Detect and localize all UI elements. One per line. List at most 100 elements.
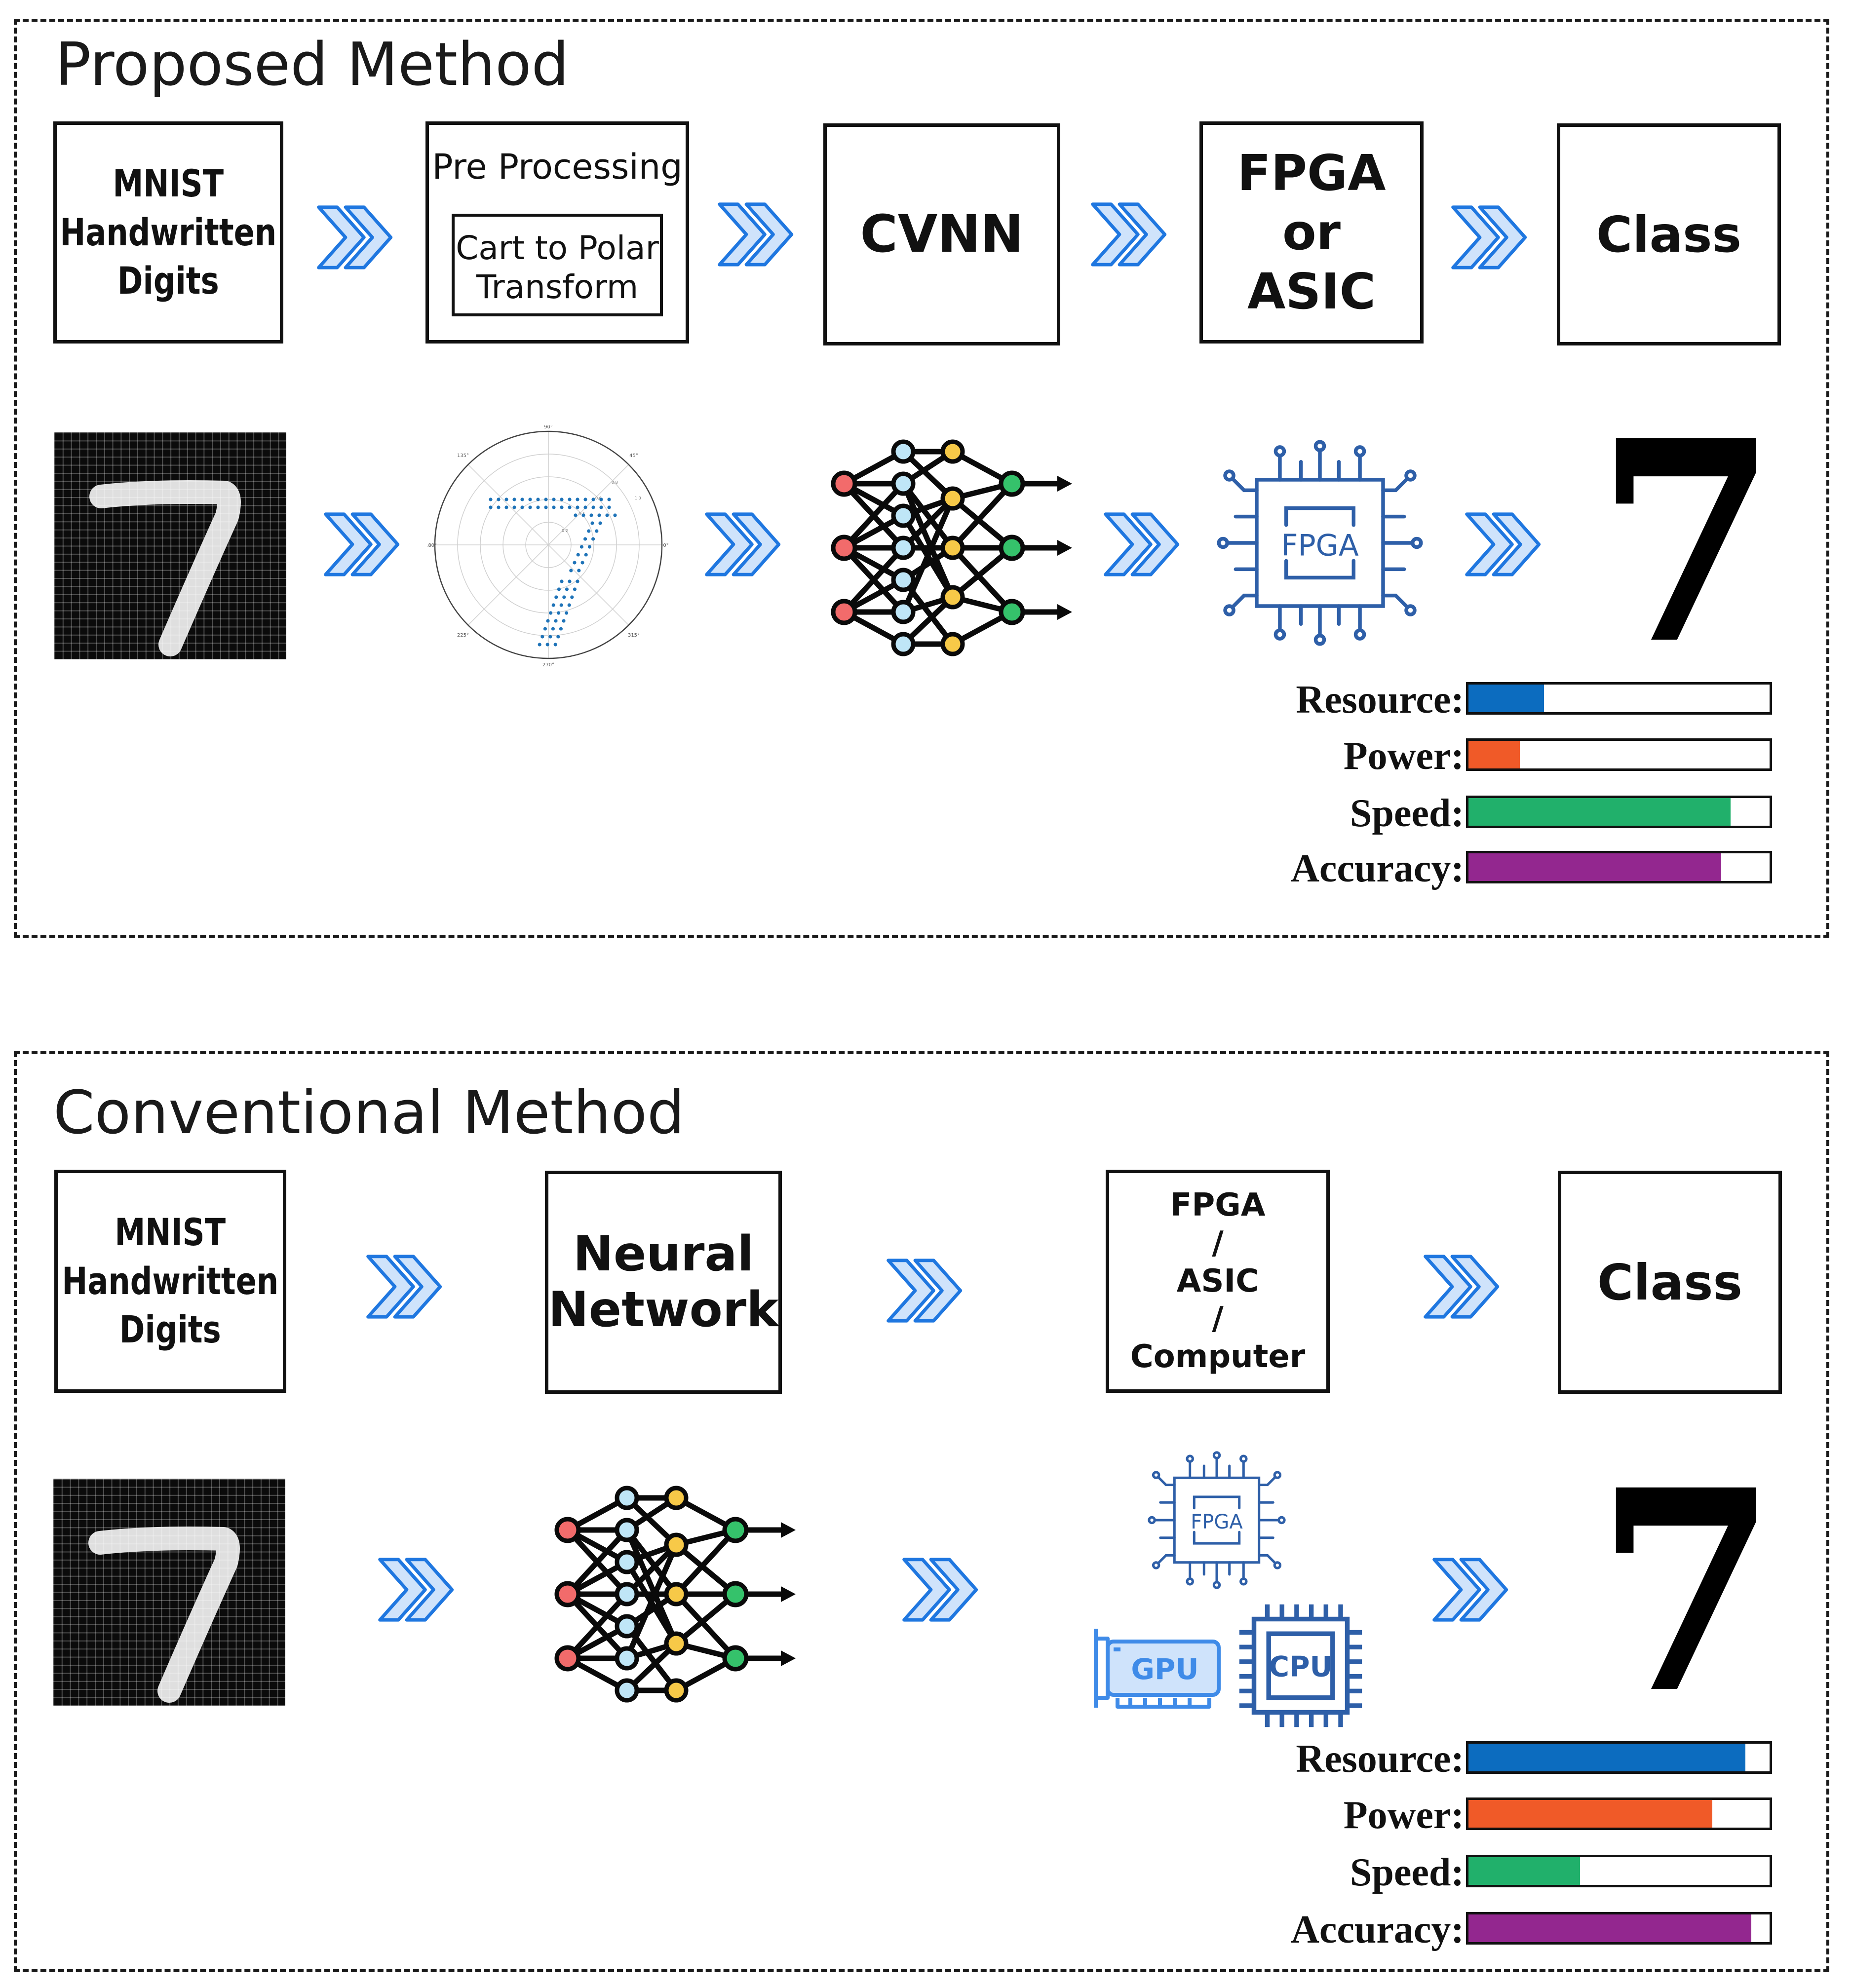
polar-point [538, 643, 541, 647]
polar-point [520, 505, 524, 509]
chevron-double-right-icon [373, 1548, 457, 1632]
polar-point [512, 497, 516, 501]
polar-point [605, 513, 609, 517]
conventional-title: Conventional Method [53, 1079, 685, 1147]
polar-point [528, 497, 532, 501]
preprocessing-title: Pre Processing [432, 147, 683, 187]
polar-point [581, 513, 585, 517]
gpu-card-icon: GPU [1094, 1629, 1221, 1709]
metric-bar [1466, 1912, 1772, 1945]
polar-point [568, 497, 572, 501]
chevron-double-right-icon [897, 1548, 981, 1632]
polar-point [548, 635, 552, 639]
polar-point [569, 569, 573, 573]
chevron-double-right-icon [1099, 502, 1183, 586]
angle-label: 90° [544, 425, 553, 430]
polar-point [584, 553, 588, 557]
chevron-double-right-icon [361, 1245, 445, 1329]
polar-point [489, 505, 493, 509]
polar-point [591, 505, 595, 509]
polar-point [576, 505, 579, 509]
chevron-double-right-icon [1086, 192, 1170, 276]
polar-point [552, 497, 556, 501]
metric-label: Resource: [1296, 678, 1464, 722]
polar-point [579, 545, 583, 549]
polar-point [504, 505, 508, 509]
angle-label: 180° [427, 543, 437, 548]
fpga-chip-icon: FPGA [1145, 1446, 1288, 1594]
metric-bar [1466, 1855, 1772, 1887]
result-digit: 7 [1595, 381, 1778, 705]
metric-label: Resource: [1296, 1737, 1464, 1781]
radial-label: 1.0 [635, 496, 641, 500]
metric-bar-fill [1468, 1744, 1746, 1771]
polar-point [574, 513, 578, 517]
polar-point [607, 505, 611, 509]
polar-point [567, 603, 571, 607]
polar-point [583, 537, 587, 541]
proposed-preprocessing-box: Pre Processing Cart to Polar Transform [425, 121, 689, 344]
polar-point [576, 497, 579, 501]
neural-network-label: Neural Network [548, 1226, 779, 1338]
polar-point [497, 497, 501, 501]
polar-point [557, 587, 561, 591]
mnist-digit-image [53, 1479, 285, 1706]
metric-bar [1466, 1741, 1772, 1774]
polar-point [520, 497, 524, 501]
metric-label: Accuracy: [1291, 1908, 1464, 1951]
metric-label: Power: [1343, 1794, 1464, 1837]
radial-label: 0.2 [562, 529, 568, 533]
polar-point [554, 595, 558, 599]
radial-label: 0.4 [579, 512, 585, 516]
metric-label: Speed: [1350, 1851, 1464, 1894]
metric-label: Power: [1343, 734, 1464, 778]
radial-label: 0.8 [612, 480, 618, 485]
polar-outline [434, 430, 663, 659]
chevron-double-right-icon [1419, 1245, 1503, 1329]
metric-bar-fill [1468, 1914, 1752, 1942]
polar-point [543, 627, 547, 631]
result-digit: 7 [1595, 1430, 1778, 1755]
conventional-mnist-label: MNIST Handwritten Digits [62, 1210, 279, 1352]
polar-point [544, 505, 548, 509]
polar-grid [435, 431, 662, 658]
chevron-double-right-icon [713, 192, 797, 276]
fpga-chip-label: FPGA [1191, 1511, 1243, 1533]
fpga-or-asic-label: FPGA or ASIC [1237, 144, 1386, 320]
chevron-double-right-icon [1428, 1548, 1511, 1632]
fpga-chip-icon: FPGA [1213, 432, 1427, 653]
polar-point [562, 595, 566, 599]
fpga-asic-computer-label: FPGA / ASIC / Computer [1130, 1187, 1306, 1376]
neural-network-icon [829, 429, 1076, 656]
angle-label: 0° [663, 543, 668, 548]
angle-label: 315° [628, 633, 640, 638]
chevron-double-right-icon [1460, 502, 1544, 586]
polar-point [552, 505, 556, 509]
polar-point [576, 553, 580, 557]
polar-point [504, 497, 508, 501]
metric-bar-fill [1468, 685, 1544, 712]
polar-point [565, 587, 569, 591]
polar-point [545, 643, 549, 647]
polar-point [587, 545, 591, 549]
polar-point [568, 579, 572, 583]
polar-point [591, 497, 595, 501]
proposed-title: Proposed Method [55, 31, 569, 99]
polar-point [576, 579, 579, 583]
polar-point [497, 505, 501, 509]
polar-point [577, 569, 581, 573]
polar-point [560, 579, 564, 583]
polar-point [528, 505, 532, 509]
polar-point [560, 505, 564, 509]
polar-point [551, 603, 555, 607]
polar-radial-labels: 0.2 0.4 0.6 0.8 1.0 [562, 480, 641, 533]
polar-angle-labels: 90° 45° 0° 315° 270° 225° 180° 135° [427, 425, 669, 667]
cpu-label: CPU [1269, 1651, 1332, 1683]
proposed-panel [14, 19, 1829, 938]
conventional-nn-box: Neural Network [545, 1171, 782, 1394]
polar-scatter-plot: 90° 45° 0° 315° 270° 225° 180° 135° 0.2 … [427, 425, 669, 667]
class-label: Class [1596, 205, 1742, 264]
polar-point [573, 561, 577, 565]
metric-bar [1466, 738, 1772, 771]
cvnn-label: CVNN [860, 204, 1024, 265]
